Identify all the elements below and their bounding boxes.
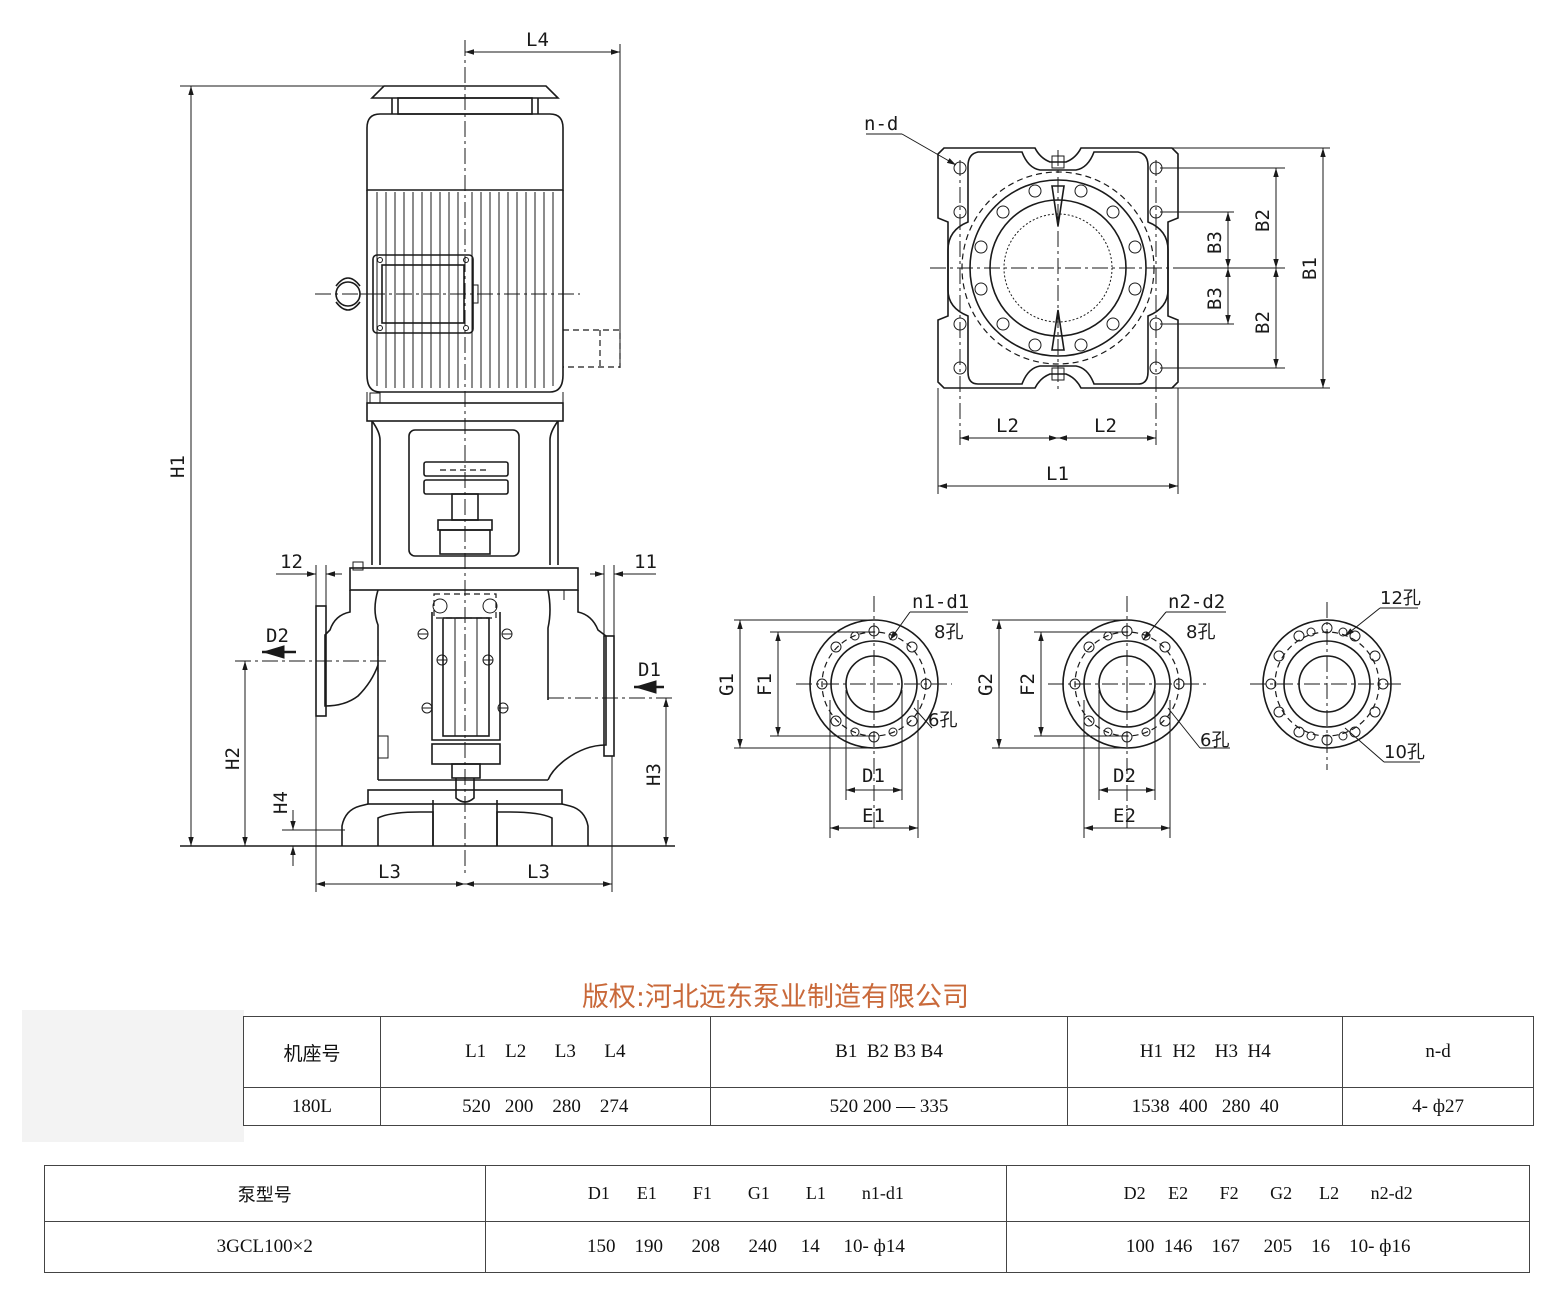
label-H4: H4	[270, 791, 292, 814]
label-H3: H3	[643, 763, 665, 786]
label-H1: H1	[167, 455, 189, 478]
table-header-row: 泵型号 D1 E1 F1 G1 L1 n1-d1 D2 E2 F2 G2 L2 …	[44, 1165, 1530, 1222]
table-row: 180L 520 200 280 274 520 200 — 335 1538 …	[243, 1087, 1534, 1126]
header-frame-no: 机座号	[243, 1016, 381, 1088]
label-n2d2: n2-d2	[1168, 591, 1225, 613]
drawing-canvas: L4 H1 H2 H3 H4 D2 D1 12 11	[167, 29, 1425, 892]
cell-L-values: 520 200 280 274	[379, 1087, 711, 1126]
label-12: 12	[280, 551, 303, 573]
label-E1: E1	[862, 805, 885, 827]
label-L2-right: L2	[1094, 415, 1117, 437]
flange-alt-holes	[1265, 622, 1389, 746]
label-6-holes-1: 6孔	[928, 710, 957, 731]
label-6-holes-2: 6孔	[1200, 730, 1229, 751]
cell-pump-model: 3GCL100×2	[44, 1221, 486, 1273]
side-view: L4 H1 H2 H3 H4 D2 D1 12 11	[167, 29, 675, 892]
label-F1: F1	[754, 673, 776, 696]
label-D1: D1	[638, 659, 661, 681]
top-view-bolts	[974, 184, 1142, 352]
label-10-holes: 10孔	[1384, 742, 1425, 763]
label-D2-flange: D2	[1113, 765, 1136, 787]
label-12-holes: 12孔	[1380, 588, 1421, 609]
frame-dimensions-table: 机座号 L1 L2 L3 L4 B1 B2 B3 B4 H1 H2 H3 H4 …	[243, 1016, 1534, 1126]
label-G2: G2	[975, 673, 997, 696]
label-B2-bottom: B2	[1252, 311, 1274, 334]
cell-H-values: 1538 400 280 40	[1067, 1087, 1344, 1126]
cell-B-values: 520 200 — 335	[709, 1087, 1069, 1126]
copyright-text: 版权:河北远东泵业制造有限公司	[581, 982, 970, 1013]
label-B2-top: B2	[1252, 209, 1274, 232]
label-n1d1: n1-d1	[912, 591, 969, 613]
label-L3-right: L3	[527, 861, 550, 883]
header-nd: n-d	[1342, 1016, 1534, 1088]
flange-outlet-view: G1 F1 D1 E1 n1-d1 8孔 6孔	[716, 591, 969, 838]
header-L-dims: L1 L2 L3 L4	[379, 1016, 711, 1088]
label-F2: F2	[1017, 673, 1039, 696]
cell-nd-value: 4- ф27	[1342, 1087, 1534, 1126]
cover-bolts	[417, 628, 513, 714]
label-nd: n-d	[864, 113, 898, 135]
label-E2: E2	[1113, 805, 1136, 827]
flange-alt-view: 12孔 10孔	[1250, 588, 1425, 770]
technical-drawing: L4 H1 H2 H3 H4 D2 D1 12 11	[167, 29, 1425, 892]
pump-flange-table: 泵型号 D1 E1 F1 G1 L1 n1-d1 D2 E2 F2 G2 L2 …	[44, 1165, 1530, 1273]
cell-inlet-values: 100 146 167 205 16 10- ф16	[1006, 1221, 1530, 1273]
header-pump-model: 泵型号	[44, 1165, 486, 1222]
cell-outlet-values: 150 190 208 240 14 10- ф14	[484, 1221, 1008, 1273]
flange-inlet-holes	[1069, 625, 1185, 743]
label-H2: H2	[222, 747, 244, 770]
motor-fins	[376, 192, 554, 388]
cell-frame-no: 180L	[243, 1087, 381, 1126]
label-B1: B1	[1299, 257, 1321, 280]
label-D1-flange: D1	[862, 765, 885, 787]
header-B-dims: B1 B2 B3 B4	[709, 1016, 1069, 1088]
table-row: 3GCL100×2 150 190 208 240 14 10- ф14 100…	[44, 1221, 1530, 1273]
top-view: n-d B1 B2 B2 B3 B3 L2 L2 L1	[864, 113, 1330, 494]
label-L3-left: L3	[378, 861, 401, 883]
label-8-holes-1: 8孔	[934, 622, 963, 643]
header-outlet-dims: D1 E1 F1 G1 L1 n1-d1	[484, 1165, 1008, 1222]
table-header-row: 机座号 L1 L2 L3 L4 B1 B2 B3 B4 H1 H2 H3 H4 …	[243, 1016, 1534, 1088]
header-inlet-dims: D2 E2 F2 G2 L2 n2-d2	[1006, 1165, 1530, 1222]
left-shaded-area	[22, 1010, 244, 1142]
label-L1: L1	[1046, 463, 1069, 485]
label-B3-bottom: B3	[1204, 287, 1226, 310]
label-8-holes-2: 8孔	[1186, 622, 1215, 643]
label-L4: L4	[526, 29, 549, 51]
label-G1: G1	[716, 673, 738, 696]
header-H-dims: H1 H2 H3 H4	[1067, 1016, 1344, 1088]
flange-inlet-view: G2 F2 D2 E2 n2-d2 8孔 6孔	[975, 591, 1230, 838]
label-D2: D2	[266, 625, 289, 647]
label-B3-top: B3	[1204, 231, 1226, 254]
label-11: 11	[634, 551, 657, 573]
label-L2-left: L2	[996, 415, 1019, 437]
